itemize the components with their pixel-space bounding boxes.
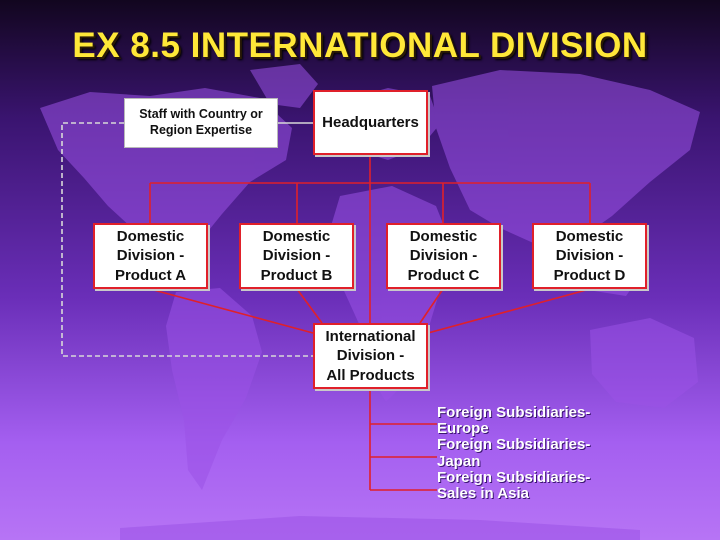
domestic-division-product-d-box: Domestic Division - Product D (532, 223, 647, 289)
diag-line-d (427, 288, 591, 334)
domestic-division-product-b-box: Domestic Division - Product B (239, 223, 354, 289)
headquarters-box: Headquarters (313, 90, 428, 155)
domestic-division-product-a-box: Domestic Division - Product A (93, 223, 208, 289)
asia-shape (432, 70, 700, 246)
diag-line-c (419, 288, 444, 324)
diag-line-a (149, 288, 314, 334)
diag-line-b (296, 288, 323, 324)
domestic-division-product-c-box: Domestic Division - Product C (386, 223, 501, 289)
staff-advisory-dashed-line (61, 122, 313, 357)
foreign-subsidiaries-list: Foreign Subsidiaries- Europe Foreign Sub… (437, 404, 591, 503)
australia-shape (590, 318, 698, 408)
antarctica-shape (120, 516, 640, 540)
international-division-box: International Division - All Products (313, 323, 428, 389)
greenland-shape (250, 64, 318, 108)
south-america-shape (166, 288, 262, 490)
staff-expertise-box: Staff with Country or Region Expertise (124, 98, 278, 148)
slide-title: EX 8.5 INTERNATIONAL DIVISION (72, 26, 648, 65)
